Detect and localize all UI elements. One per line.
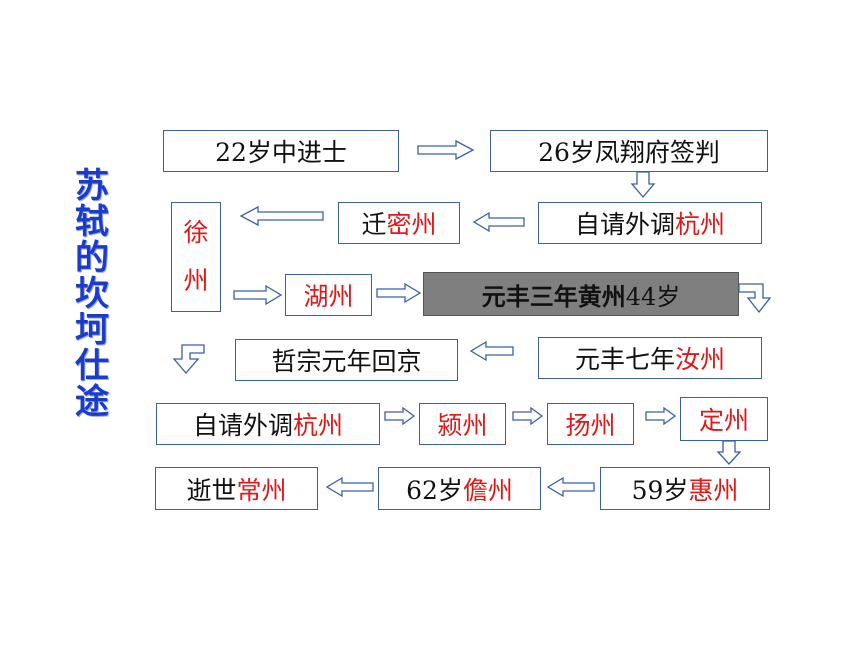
left-arrow-icon [469, 340, 514, 362]
node-hangzhou-1: 自请外调杭州 [538, 202, 762, 244]
bent-down-arrow-icon [172, 344, 205, 374]
title-char: 苏 [75, 166, 109, 206]
node-place: 扬州 [565, 411, 616, 440]
node-place: 惠州 [688, 475, 739, 505]
right-arrow-icon [512, 406, 544, 426]
node-return-capital: 哲宗元年回京 [235, 339, 458, 381]
node-place: 儋州 [462, 475, 513, 505]
node-jinshi: 22岁中进士 [163, 130, 399, 172]
node-changzhou: 逝世常州 [155, 467, 318, 510]
node-text: 自请外调 [192, 411, 293, 440]
node-age: 44岁 [625, 282, 681, 311]
title-char: 途 [75, 382, 109, 422]
node-huizhou: 59岁惠州 [600, 467, 770, 510]
node-dingzhou: 定州 [680, 397, 768, 441]
right-arrow-icon [417, 139, 475, 161]
title-char: 的 [75, 238, 109, 278]
down-arrow-icon [716, 440, 742, 465]
node-text: 22岁中进士 [215, 138, 347, 167]
node-text: 自请外调 [574, 210, 675, 239]
left-arrow-icon [546, 476, 595, 498]
node-text: 迁 [361, 210, 387, 239]
node-place: 湖州 [303, 282, 354, 311]
node-place: 杭州 [675, 210, 726, 239]
left-arrow-icon [239, 205, 324, 227]
node-yangzhou: 扬州 [547, 403, 634, 445]
right-arrow-icon [645, 406, 677, 426]
left-arrow-icon [325, 476, 374, 498]
node-text: 元丰七年 [574, 345, 675, 374]
left-arrow-icon [472, 211, 525, 233]
right-arrow-icon [384, 406, 416, 426]
right-arrow-icon [376, 282, 422, 304]
node-place: 定州 [698, 406, 749, 435]
right-arrow-icon [233, 284, 283, 306]
diagram-title: 苏 轼 的 坎 坷 仕 途 [70, 168, 114, 420]
node-place: 徐 [183, 218, 209, 247]
title-char: 坷 [75, 310, 109, 350]
node-text: 26岁凤翔府签判 [538, 138, 720, 167]
node-text: 哲宗元年回京 [271, 347, 422, 376]
title-char: 坎 [75, 274, 109, 314]
node-huzhou: 湖州 [285, 274, 372, 316]
node-fengxiang: 26岁凤翔府签判 [490, 130, 768, 172]
node-text: 元丰三年黄州 [481, 282, 626, 311]
node-place: 汝州 [675, 345, 726, 374]
node-place: 密州 [386, 210, 437, 239]
node-text: 逝世 [186, 475, 237, 505]
node-hangzhou-2: 自请外调杭州 [156, 403, 380, 445]
node-yingzhou: 颍州 [419, 403, 506, 445]
down-arrow-icon [630, 171, 656, 199]
node-ruzhou: 元丰七年汝州 [538, 337, 762, 379]
node-place: 杭州 [293, 411, 344, 440]
title-char: 轼 [75, 202, 109, 242]
node-xuzhou: 徐 州 [171, 202, 221, 312]
node-danzhou: 62岁儋州 [378, 467, 541, 510]
title-char: 仕 [75, 346, 109, 386]
node-place: 常州 [236, 475, 287, 505]
node-place: 州 [183, 266, 209, 295]
node-text: 62岁 [406, 475, 463, 505]
node-text: 59岁 [631, 475, 689, 505]
node-mizhou: 迁密州 [338, 202, 460, 244]
node-place: 颍州 [437, 411, 488, 440]
bent-down-arrow-icon [738, 283, 772, 314]
